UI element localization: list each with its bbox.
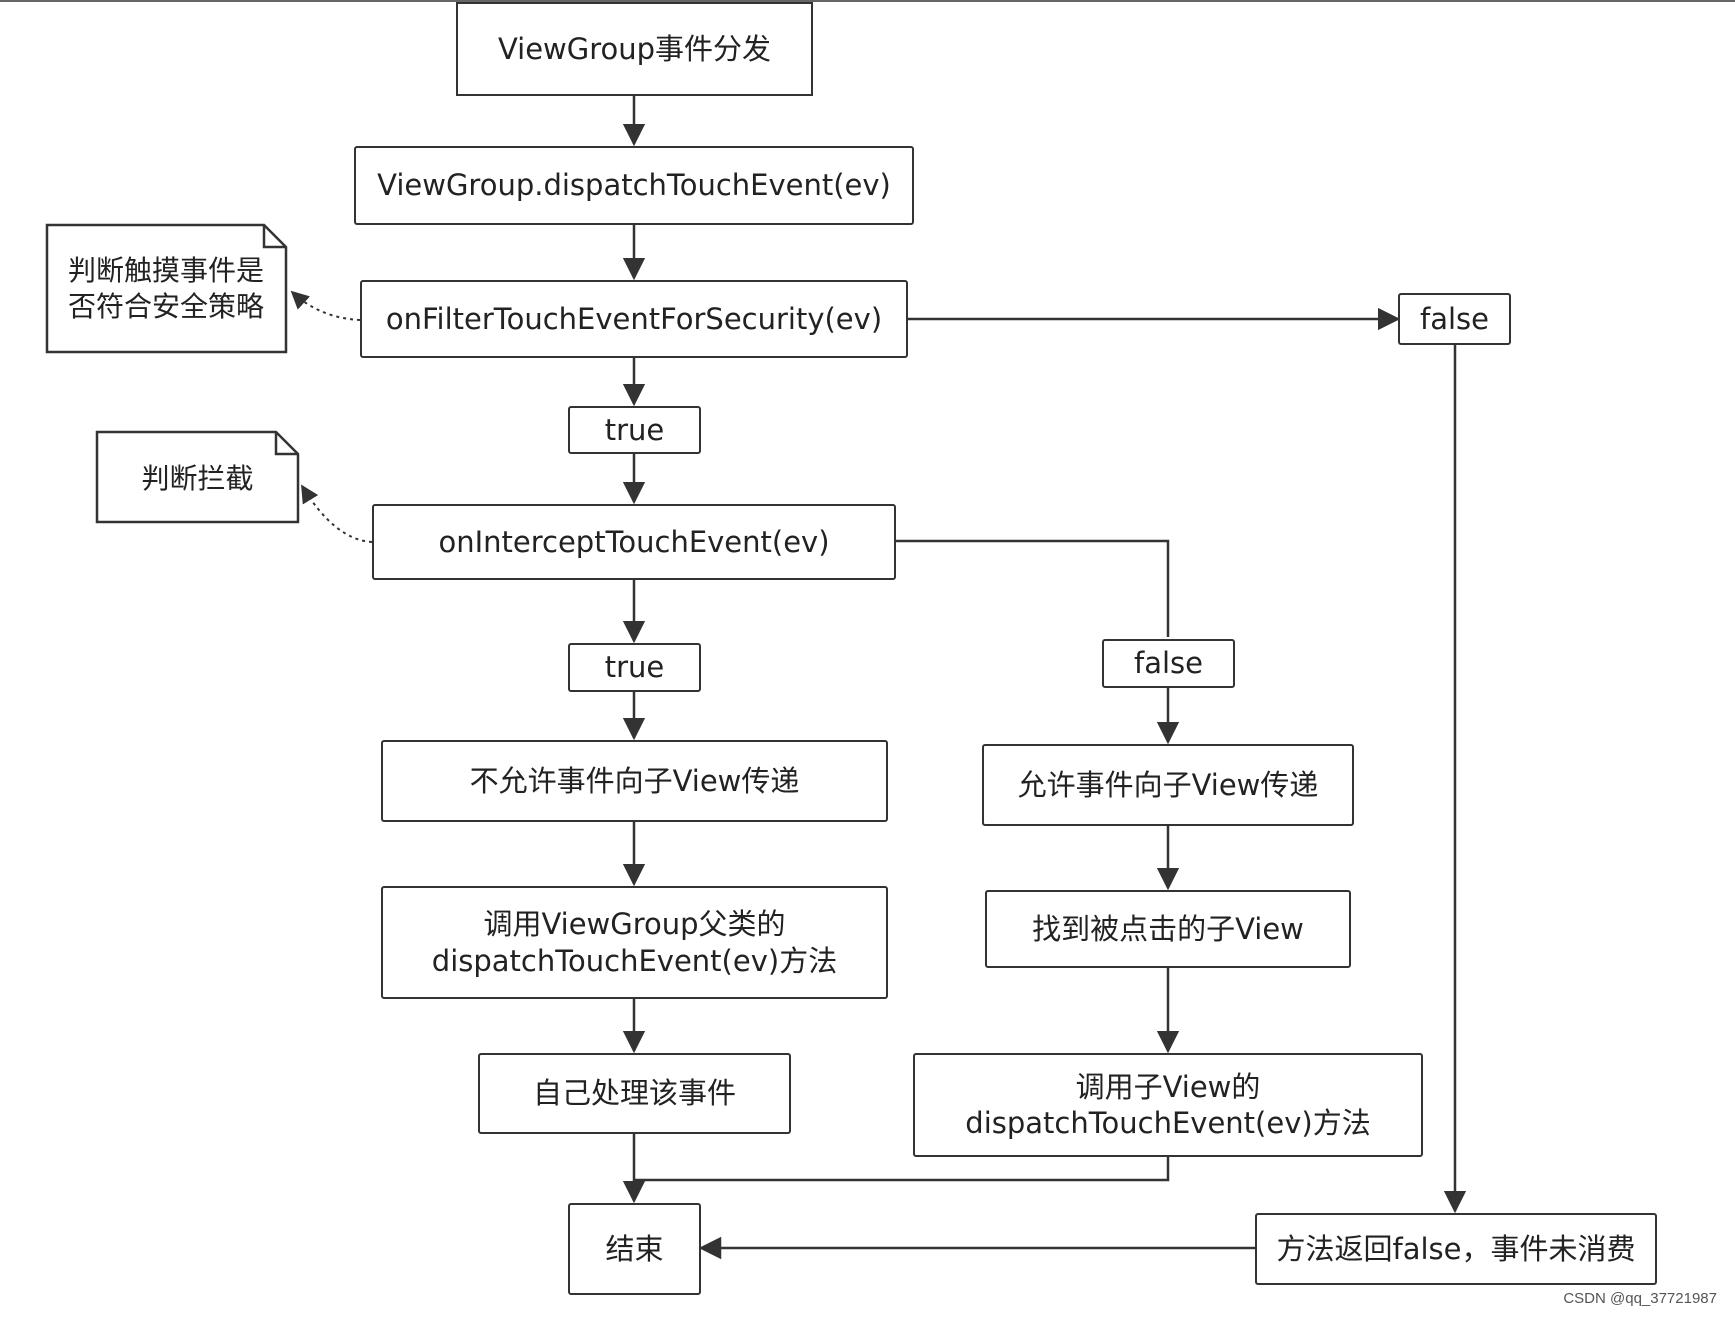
dotted-intercept-to-intercept-note <box>301 484 373 543</box>
security-note-shape <box>45 223 288 354</box>
security-note-fold <box>262 225 286 249</box>
call-super-dispatch-node: 调用ViewGroup父类的 dispatchTouchEvent(ev)方法 <box>381 886 888 999</box>
line-intercept-to-false <box>896 539 1170 637</box>
intercept-node: onInterceptTouchEvent(ev) <box>372 504 896 580</box>
security-note-line-1: 判断触摸事件是 <box>67 253 264 287</box>
line-callchild-to-end <box>634 1157 1170 1182</box>
intercept-note-text: 判断拦截 <box>141 461 254 495</box>
return-false-node: 方法返回false，事件未消费 <box>1255 1213 1657 1285</box>
self-handle-node: 自己处理该事件 <box>478 1053 791 1134</box>
start-node: ViewGroup事件分发 <box>456 2 813 96</box>
intercept-true-label: true <box>568 643 701 692</box>
find-clicked-child-node: 找到被点击的子View <box>985 890 1351 968</box>
security-note-text: 判断触摸事件是 否符合安全策略 <box>50 230 282 348</box>
deny-pass-to-child-node: 不允许事件向子View传递 <box>381 740 888 822</box>
end-node: 结束 <box>568 1203 701 1295</box>
call-super-line-1: 调用ViewGroup父类的 <box>483 907 786 942</box>
intercept-note-fold <box>274 432 298 456</box>
intercept-false-label: false <box>1102 639 1235 688</box>
intercept-note-shape <box>95 430 300 524</box>
call-child-line-1: 调用子View的 <box>1075 1069 1261 1104</box>
call-super-line-2: dispatchTouchEvent(ev)方法 <box>431 943 838 978</box>
watermark: CSDN @qq_37721987 <box>1563 1290 1717 1307</box>
call-child-dispatch-node: 调用子View的 dispatchTouchEvent(ev)方法 <box>913 1053 1423 1157</box>
filter-false-label: false <box>1398 293 1511 345</box>
dotted-filter-to-security-note <box>290 290 361 321</box>
filter-security-node: onFilterTouchEventForSecurity(ev) <box>360 280 908 358</box>
dispatch-touch-event-node: ViewGroup.dispatchTouchEvent(ev) <box>354 146 914 225</box>
call-child-line-2: dispatchTouchEvent(ev)方法 <box>965 1106 1371 1140</box>
filter-true-label: true <box>568 406 701 454</box>
security-note-line-2: 否符合安全策略 <box>67 290 264 323</box>
allow-pass-to-child-node: 允许事件向子View传递 <box>982 744 1354 826</box>
